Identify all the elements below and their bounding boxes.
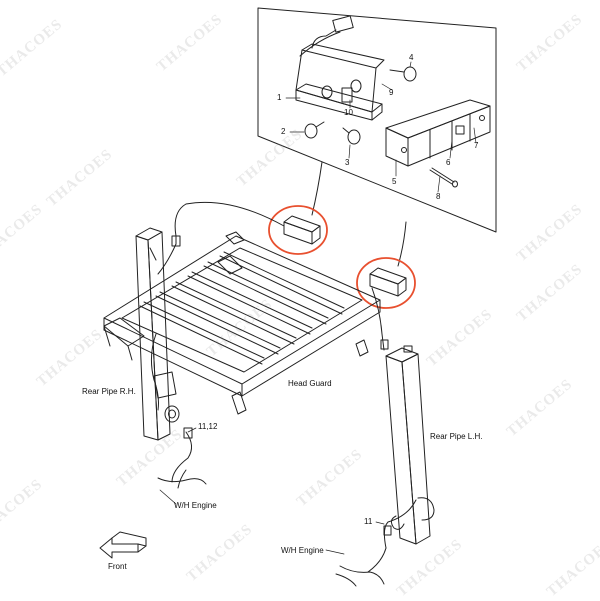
callout-2: 2	[281, 127, 286, 136]
bulb-3	[342, 127, 361, 145]
label-front: Front	[108, 562, 127, 571]
highlight-lamp-2	[356, 257, 416, 309]
callout-11: 11	[364, 517, 373, 526]
connector-rh-top	[171, 235, 181, 247]
callout-7: 7	[474, 141, 479, 150]
lamp-bracket-left	[295, 15, 385, 121]
inset-leader-lines	[311, 161, 407, 267]
callout-10: 10	[344, 108, 353, 117]
callout-leaders	[285, 61, 477, 193]
wire-harness-rh	[150, 201, 285, 489]
callout-8: 8	[436, 192, 441, 201]
label-head-guard: Head Guard	[288, 379, 332, 388]
screw-8	[429, 167, 458, 188]
combination-lamp	[385, 99, 491, 167]
label-rear-pipe-lh: Rear Pipe L.H.	[430, 432, 483, 441]
callout-5: 5	[392, 177, 397, 186]
detail-inset-frame	[257, 7, 497, 233]
connector-rh-bottom	[183, 427, 193, 439]
connector-lh-top	[380, 339, 389, 350]
label-rear-pipe-rh: Rear Pipe R.H.	[82, 387, 136, 396]
label-wh-engine-rh: W/H Engine	[174, 501, 217, 510]
callout-4: 4	[409, 53, 414, 62]
callout-1: 1	[277, 93, 282, 102]
callout-9: 9	[389, 88, 394, 97]
callout-6: 6	[446, 158, 451, 167]
highlight-lamp-1	[268, 205, 328, 255]
rear-pipe-lh	[385, 345, 435, 545]
connector-lh-bottom	[383, 525, 392, 536]
callout-3: 3	[345, 158, 350, 167]
head-guard	[103, 231, 381, 415]
bulb-2	[304, 121, 325, 139]
wire-harness-lh	[335, 287, 417, 587]
callout-leaders-lower	[159, 427, 385, 555]
rear-pipe-rh	[103, 227, 180, 441]
callout-11-12: 11,12	[198, 422, 218, 431]
label-wh-engine-lh: W/H Engine	[281, 546, 324, 555]
front-arrow-icon	[99, 531, 147, 559]
